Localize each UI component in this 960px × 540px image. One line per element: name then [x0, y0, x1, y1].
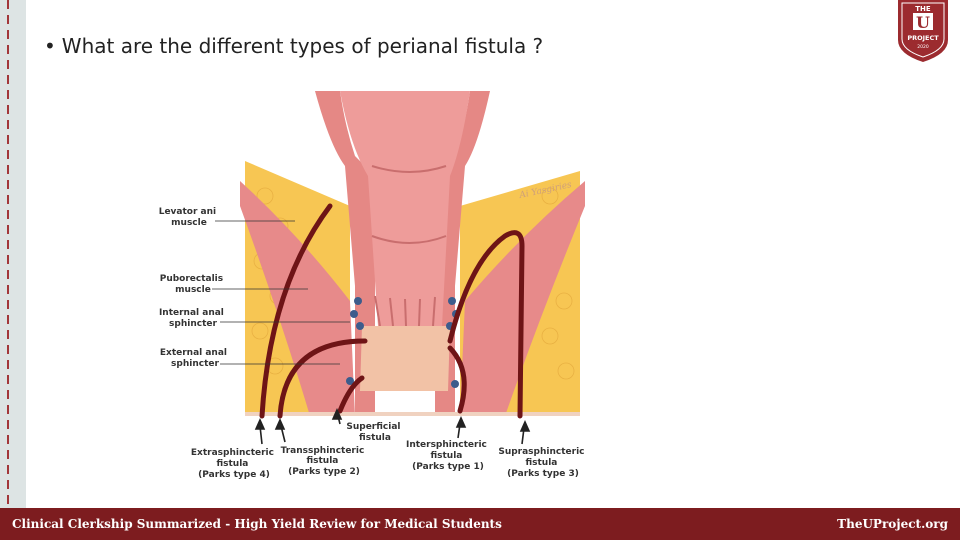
- rectal-mucosa: [340, 91, 470, 326]
- anal-canal: [360, 326, 450, 391]
- label-levator-line-2: muscle: [171, 218, 207, 228]
- label-superficial-fistula: Superficial fistula: [346, 422, 403, 443]
- intersphincteric-tract: [447, 345, 467, 414]
- left-levator-muscle: [240, 181, 355, 416]
- transsphincteric-tract: [277, 338, 368, 419]
- label-transsphincteric-fistula: Transsphincteric fistula (Parks type 2): [281, 446, 368, 477]
- label-extra-line-2: fistula: [216, 459, 248, 469]
- label-external-sphincter: External anal sphincter: [160, 348, 230, 369]
- label-internal-line-2: sphincter: [169, 319, 217, 329]
- logo-year: 2020: [917, 44, 929, 50]
- label-extra-line-1: Extrasphincteric: [191, 448, 274, 458]
- label-inter-line-2: fistula: [430, 451, 462, 461]
- label-trans-line-2: fistula: [306, 456, 338, 466]
- label-internal-line-1: Internal anal: [159, 308, 224, 318]
- bullet-marker: •: [44, 34, 56, 58]
- label-levator-ani: Levator ani muscle: [159, 207, 220, 228]
- label-supra-line-3: (Parks type 3): [507, 469, 579, 479]
- extrasphincteric-tract: [259, 203, 333, 419]
- rail-dashed-line: [7, 0, 9, 508]
- logo-shield: [898, 0, 948, 62]
- logo-the: THE: [915, 5, 931, 13]
- label-external-line-2: sphincter: [171, 359, 219, 369]
- the-u-project-logo: THE U PROJECT 2020: [898, 0, 948, 62]
- slide-title: •What are the different types of periana…: [44, 34, 543, 64]
- label-inter-line-1: Intersphincteric: [406, 440, 487, 450]
- left-decorative-rail: [0, 0, 26, 508]
- footer-website-link[interactable]: TheUProject.org: [837, 517, 948, 531]
- perianal-fistula-diagram: Ai Yasgiries Levator ani muscle Puborect…: [159, 91, 587, 480]
- slide-title-text: What are the different types of perianal…: [61, 34, 544, 58]
- superficial-tract: [337, 375, 365, 414]
- label-supra-line-2: fistula: [525, 458, 557, 468]
- label-trans-line-3: (Parks type 2): [288, 467, 360, 477]
- label-puborectalis: Puborectalis muscle: [160, 274, 227, 295]
- logo-u-letter: U: [916, 13, 930, 32]
- left-rectal-wall: [315, 91, 375, 416]
- label-superficial-line-2: fistula: [359, 433, 391, 443]
- perianal-skin: [245, 412, 580, 416]
- logo-project: PROJECT: [907, 34, 939, 42]
- label-trans-line-1: Transsphincteric: [281, 446, 365, 456]
- label-intersphincteric-fistula: Intersphincteric fistula (Parks type 1): [406, 440, 490, 472]
- label-levator-line-1: Levator ani: [159, 207, 216, 217]
- label-external-line-1: External anal: [160, 348, 227, 358]
- label-puborectalis-line-1: Puborectalis: [160, 274, 223, 284]
- label-supra-line-1: Suprasphincteric: [498, 447, 584, 457]
- label-puborectalis-line-2: muscle: [175, 285, 211, 295]
- label-internal-sphincter: Internal anal sphincter: [159, 308, 227, 329]
- label-superficial-line-1: Superficial: [346, 422, 400, 432]
- footer-bar: Clinical Clerkship Summarized - High Yie…: [0, 508, 960, 540]
- label-inter-line-3: (Parks type 1): [412, 462, 484, 472]
- label-suprasphincteric-fistula: Suprasphincteric fistula (Parks type 3): [498, 447, 587, 479]
- suprasphincteric-tract: [447, 230, 525, 419]
- footer-course-title: Clinical Clerkship Summarized - High Yie…: [12, 517, 502, 531]
- label-extra-line-3: (Parks type 4): [198, 470, 270, 480]
- label-extrasphincteric-fistula: Extrasphincteric fistula (Parks type 4): [191, 448, 277, 480]
